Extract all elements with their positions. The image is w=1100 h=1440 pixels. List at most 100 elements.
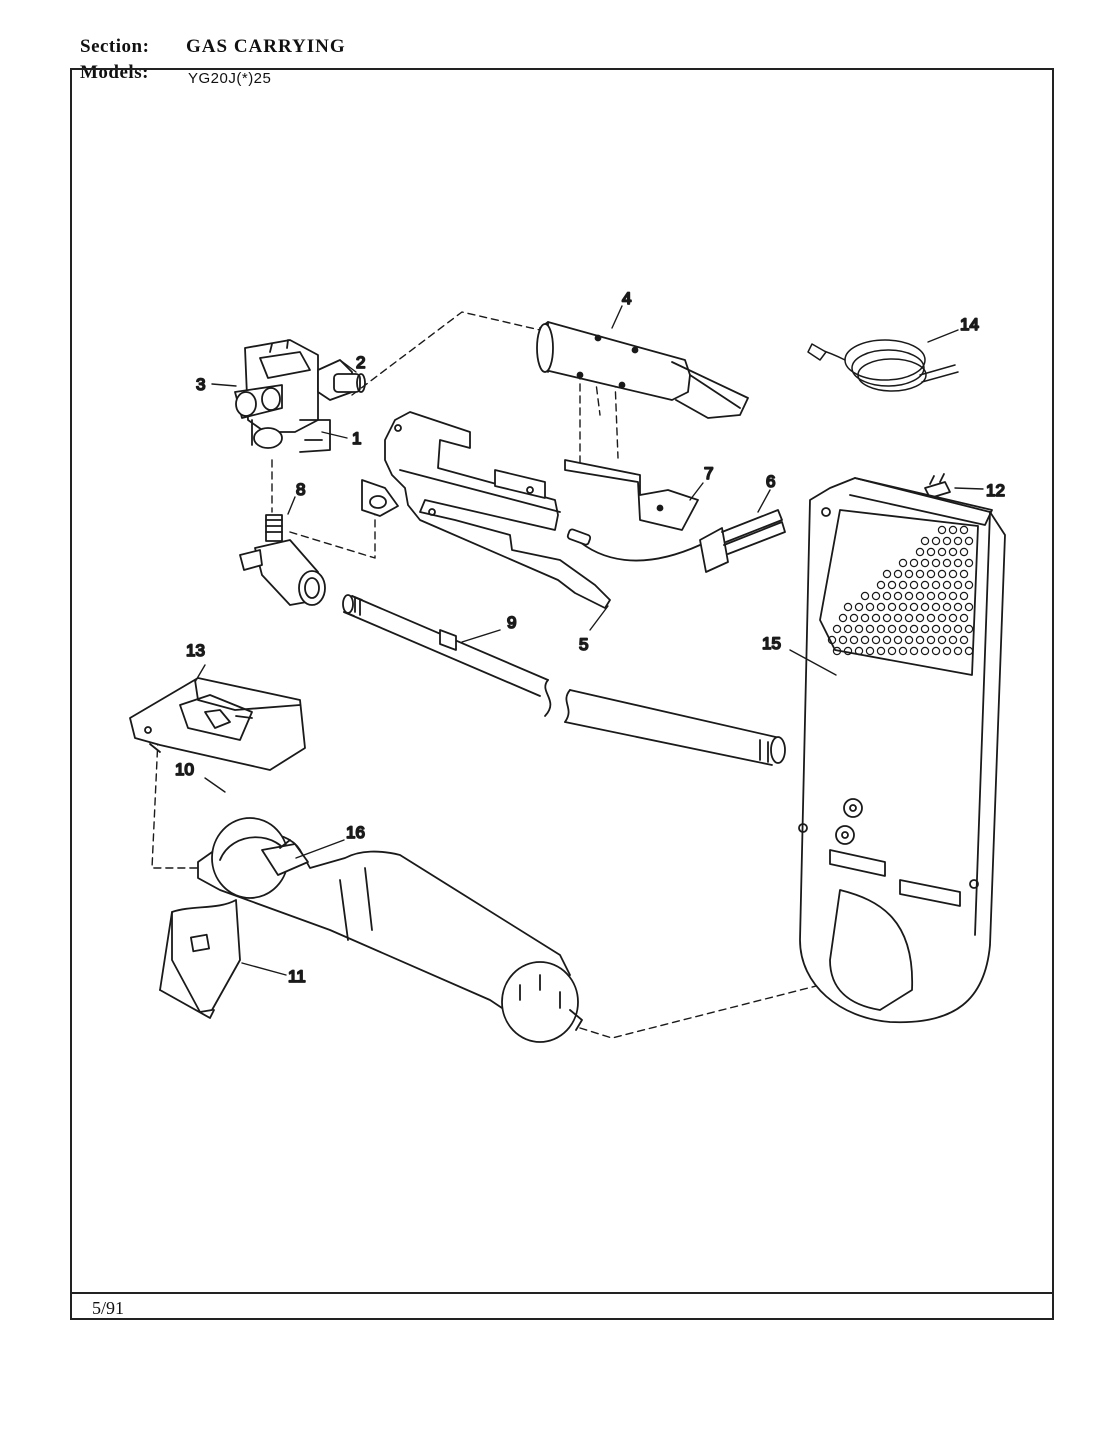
- grille-hole: [931, 580, 941, 590]
- callout-12: 12: [986, 481, 1005, 500]
- grille-hole: [898, 580, 908, 590]
- grille-hole: [948, 525, 958, 535]
- heat-shield-part: [564, 459, 699, 531]
- grille-hole: [953, 580, 963, 590]
- grille-hole: [898, 646, 908, 656]
- power-cord-part: [807, 339, 959, 392]
- mounting-bracket-part: [361, 411, 611, 609]
- section-label: Section:: [80, 36, 150, 57]
- grille-hole: [893, 635, 903, 645]
- grille-hole: [942, 624, 952, 634]
- grille-hole: [948, 635, 958, 645]
- grille-hole: [882, 635, 892, 645]
- grille-hole: [876, 602, 886, 612]
- grille-hole: [838, 613, 848, 623]
- callout-15: 15: [762, 634, 781, 653]
- grille-hole: [909, 602, 919, 612]
- callout-10: 10: [175, 760, 194, 779]
- grille-hole: [942, 580, 952, 590]
- grille-hole: [959, 591, 969, 601]
- grille-hole: [860, 635, 870, 645]
- grille-hole: [959, 547, 969, 557]
- thermal-clip-part: [924, 473, 951, 499]
- grille-hole: [854, 624, 864, 634]
- callout-3: 3: [196, 375, 205, 394]
- footer-divider: [70, 1292, 1054, 1294]
- grille-hole: [898, 624, 908, 634]
- grille-hole: [937, 591, 947, 601]
- grille-hole: [832, 646, 842, 656]
- models-label: Models:: [80, 62, 149, 83]
- grille-hole: [882, 613, 892, 623]
- grille-hole: [893, 569, 903, 579]
- grille-hole: [920, 558, 930, 568]
- grille-hole: [865, 624, 875, 634]
- grille-hole: [920, 602, 930, 612]
- grille-hole: [948, 591, 958, 601]
- leader-lines: [194, 305, 984, 976]
- grille-hole: [887, 580, 897, 590]
- grille-hole: [926, 635, 936, 645]
- grille-hole: [942, 558, 952, 568]
- grille-hole: [843, 602, 853, 612]
- callout-8: 8: [296, 480, 305, 499]
- grille-hole: [931, 646, 941, 656]
- grille-hole: [871, 591, 881, 601]
- callout-1: 1: [352, 429, 361, 448]
- flame-sensor-part: [129, 677, 306, 771]
- grille-hole: [937, 635, 947, 645]
- grille-hole: [964, 602, 974, 612]
- grille-hole: [931, 536, 941, 546]
- burner-orifice-part: [239, 514, 326, 606]
- grille-hole: [876, 646, 886, 656]
- grille-hole: [964, 558, 974, 568]
- callout-13: 13: [186, 641, 205, 660]
- grille-hole: [915, 569, 925, 579]
- grille-hole: [898, 558, 908, 568]
- grille-hole: [909, 580, 919, 590]
- grille-hole: [876, 580, 886, 590]
- grille-hole: [832, 624, 842, 634]
- callout-labels: 1 2 3 4 5 6 7 8 9 10 11 12 13 14 15 16: [174, 288, 1006, 987]
- grille-hole: [931, 558, 941, 568]
- grille-hole: [887, 624, 897, 634]
- callout-9: 9: [507, 613, 516, 632]
- grille-hole: [854, 602, 864, 612]
- grille-hole: [937, 525, 947, 535]
- grille-hole: [964, 646, 974, 656]
- grille-hole: [865, 646, 875, 656]
- grille-hole: [942, 602, 952, 612]
- burner-tube-part: [197, 817, 583, 1043]
- grille-hole: [953, 624, 963, 634]
- panel-grille-holes: [827, 525, 974, 656]
- grille-hole: [865, 602, 875, 612]
- burner-support-part: [159, 899, 241, 1019]
- grille-hole: [904, 591, 914, 601]
- callout-4: 4: [622, 289, 631, 308]
- grille-hole: [909, 646, 919, 656]
- grille-hole: [964, 580, 974, 590]
- grille-hole: [948, 569, 958, 579]
- callout-14: 14: [960, 315, 979, 334]
- grille-hole: [904, 569, 914, 579]
- section-value: GAS CARRYING: [186, 36, 346, 57]
- callout-6: 6: [766, 472, 775, 491]
- grille-hole: [926, 569, 936, 579]
- callout-2: 2: [356, 353, 365, 372]
- grille-hole: [926, 547, 936, 557]
- grille-hole: [959, 569, 969, 579]
- grille-hole: [849, 613, 859, 623]
- grille-hole: [893, 613, 903, 623]
- grille-hole: [904, 635, 914, 645]
- grille-hole: [871, 613, 881, 623]
- grille-hole: [882, 591, 892, 601]
- callout-5: 5: [579, 635, 588, 654]
- grille-hole: [915, 613, 925, 623]
- grille-hole: [953, 558, 963, 568]
- grille-hole: [909, 624, 919, 634]
- grille-hole: [843, 624, 853, 634]
- grille-hole: [860, 613, 870, 623]
- models-value: YG20J(*)25: [188, 70, 272, 87]
- grille-hole: [959, 635, 969, 645]
- grille-hole: [942, 536, 952, 546]
